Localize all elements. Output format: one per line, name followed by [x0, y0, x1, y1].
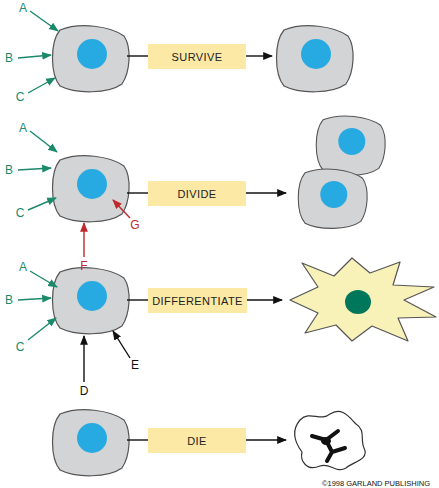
differentiated-cell — [290, 258, 436, 341]
signal-letter: A — [19, 121, 27, 135]
signal-letter: C — [16, 90, 25, 104]
process-label: SURVIVE — [172, 51, 223, 63]
process-label: DIVIDE — [177, 188, 216, 200]
signal-letter: F — [80, 259, 87, 273]
signal-letter: B — [5, 163, 13, 177]
process-box: DIE — [148, 428, 246, 453]
signal-letter: B — [5, 51, 13, 65]
signal-letter: E — [131, 358, 139, 372]
signal-letter: A — [19, 1, 27, 15]
process-box: DIFFERENTIATE — [148, 288, 247, 313]
signal-letter: G — [130, 218, 139, 232]
signal-arrows — [18, 11, 130, 382]
dead-cell — [295, 411, 366, 469]
process-lines — [127, 56, 286, 440]
daughter-cell — [316, 116, 385, 175]
signal-letter: A — [19, 260, 27, 274]
process-box: SURVIVE — [148, 44, 246, 69]
cell — [53, 410, 130, 476]
cell — [53, 156, 130, 222]
cell — [53, 268, 130, 334]
process-label: DIE — [187, 435, 207, 447]
process-box: DIVIDE — [148, 181, 246, 206]
signal-letter: C — [16, 340, 25, 354]
process-label: DIFFERENTIATE — [152, 295, 243, 307]
signal-letter: B — [5, 293, 13, 307]
surviving-cell — [277, 26, 354, 92]
cell — [53, 26, 130, 92]
copyright-note: ©1998 GARLAND PUBLISHING — [322, 479, 430, 488]
signal-letter: C — [16, 206, 25, 220]
daughter-cell — [298, 169, 367, 228]
signal-letter: D — [80, 384, 89, 398]
